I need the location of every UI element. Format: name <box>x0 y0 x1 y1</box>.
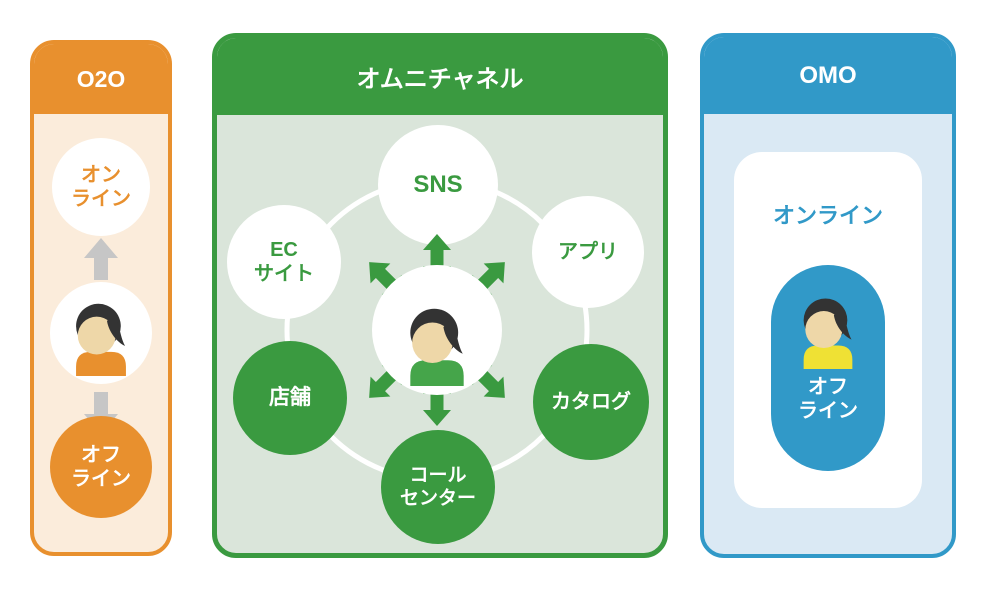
channel-catalog: カタログ <box>533 344 649 460</box>
omni-customer-circle <box>372 265 502 395</box>
omo-offline-label: オフ ライン <box>798 376 858 423</box>
o2o-panel-title: O2O <box>34 44 168 114</box>
channel-call-center: コール センター <box>381 430 495 544</box>
o2o-customer-circle <box>50 282 152 384</box>
up-arrow-icon <box>84 238 118 280</box>
omo-offline-pill: オフ ライン <box>771 265 885 471</box>
person-icon <box>76 303 126 376</box>
omo-panel: OMO オンライン オフ ライン <box>700 33 956 558</box>
person-icon <box>410 308 464 386</box>
channel-app: アプリ <box>532 196 644 308</box>
omo-online-area: オンライン オフ ライン <box>734 152 922 508</box>
channel-sns: SNS <box>378 125 498 245</box>
channel-store: 店舗 <box>233 341 347 455</box>
o2o-online-circle: オン ライン <box>52 138 150 236</box>
o2o-panel: O2O オン ライン オフ ライン <box>30 40 172 556</box>
omnichannel-panel: オムニチャネル SNS EC サイト アプリ 店舗 カタログ コール センター <box>212 33 668 558</box>
channel-ec-site: EC サイト <box>227 205 341 319</box>
omnichannel-panel-title: オムニチャネル <box>217 38 663 115</box>
omo-online-label: オンライン <box>772 203 883 228</box>
omo-panel-title: OMO <box>704 37 952 114</box>
o2o-offline-circle: オフ ライン <box>50 416 152 518</box>
person-icon <box>803 298 853 369</box>
